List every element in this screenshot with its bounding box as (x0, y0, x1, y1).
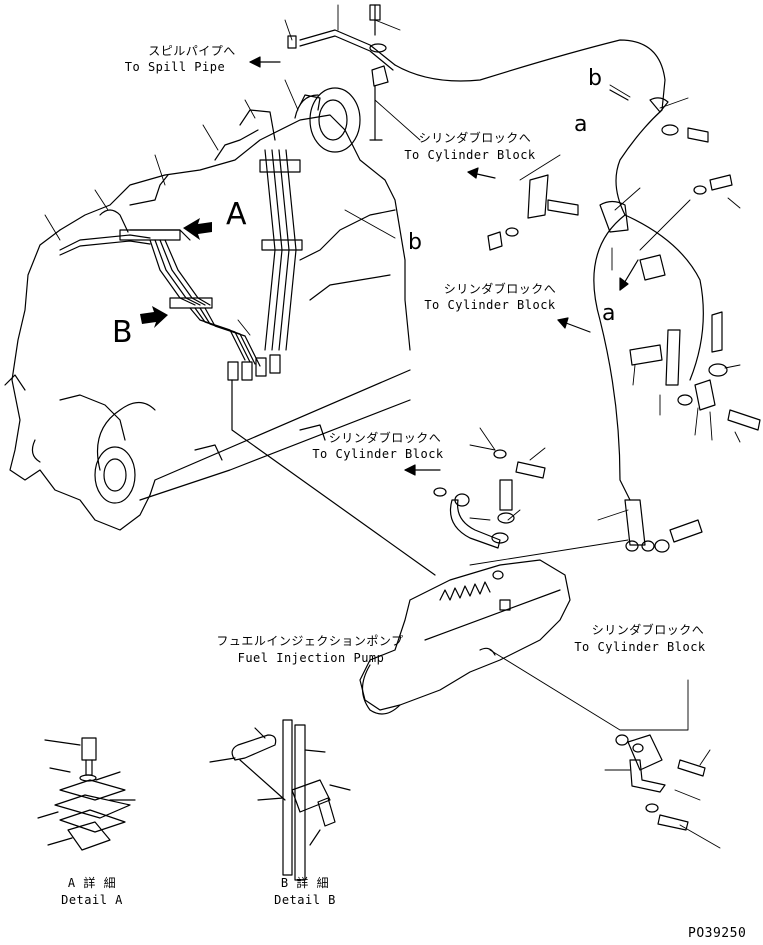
bolts-washers (374, 4, 761, 831)
detail-a-label-jp: A 詳 細 (67, 876, 117, 890)
direction-arrows (249, 56, 639, 476)
cyl-block-label-2-jp: シリンダブロックへ (443, 282, 557, 296)
view-b-letter: B (112, 315, 133, 350)
cyl-block-label-3-jp: シリンダブロックへ (328, 431, 442, 445)
ref-b-engine: b (408, 230, 422, 255)
cyl-block-label-2-en: To Cylinder Block (424, 298, 556, 312)
spill-pipe (287, 4, 666, 141)
detail-b-illustration (209, 719, 351, 881)
fuel-pump-label-jp: フュエルインジェクションポンプ (216, 634, 404, 648)
cyl-block-label-4-en: To Cylinder Block (574, 640, 706, 654)
cyl-block-label-1-en: To Cylinder Block (404, 148, 536, 162)
drawing-number: PO39250 (688, 926, 747, 941)
view-a-letter: A (226, 197, 247, 232)
leader-lines (44, 4, 741, 849)
engine-block (4, 114, 411, 531)
detail-a-illustration (37, 737, 136, 851)
detail-b-label-jp: B 詳 細 (280, 876, 330, 890)
valve-cover (294, 87, 361, 153)
fuel-injection-pump (359, 559, 571, 715)
cyl-block-label-3-en: To Cylinder Block (312, 447, 444, 461)
injection-lines-b (189, 149, 436, 576)
spill-pipe-label-jp: スピルパイプへ (148, 44, 236, 58)
view-arrow-a (183, 218, 212, 240)
detail-a-label-en: Detail A (61, 893, 123, 907)
cyl-block-label-1-jp: シリンダブロックへ (418, 131, 532, 145)
ref-a-right: a (602, 301, 616, 326)
fuel-pump-label-en: Fuel Injection Pump (237, 651, 385, 665)
injection-lines-a (59, 94, 321, 309)
spill-pipe-label-en: To Spill Pipe (124, 60, 226, 74)
ref-a-top: a (574, 112, 588, 137)
view-arrow-b (140, 306, 168, 328)
cyl-block-label-4-jp: シリンダブロックへ (591, 623, 705, 637)
detail-b-label-en: Detail B (274, 893, 336, 907)
fuel-return-line (593, 97, 704, 546)
ref-b-top: b (588, 66, 602, 91)
